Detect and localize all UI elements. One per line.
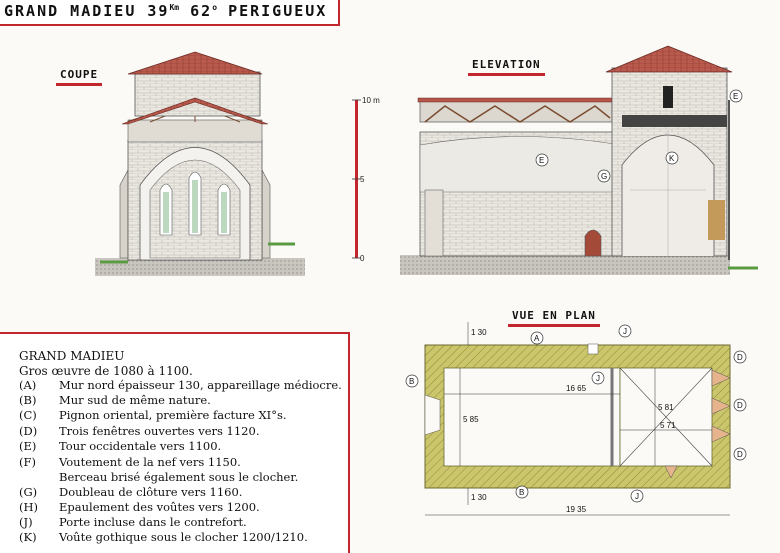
callout-b-south: B [515,485,529,499]
legend-item-f: (F)Voutement de la nef vers 1150. [19,455,241,469]
callout-d-2: D [733,398,747,412]
legend-item-d: (D)Trois fenêtres ouvertes vers 1120. [19,424,260,438]
legend-item-c: (C)Pignon oriental, première facture XI°… [19,408,287,422]
svg-text:D: D [737,401,743,410]
plan-south-opening [664,465,678,479]
legend-title: GRAND MADIEU [19,349,125,363]
svg-text:K: K [669,154,675,163]
plan-nave-floor [443,367,621,467]
callout-k: K [665,151,679,165]
dim-1-30-top: 1 30 [471,328,487,337]
coupe-tower [134,71,261,117]
plan-north-door [587,343,599,355]
legend-subtitle: Gros œuvre de 1080 à 1100. [19,364,193,378]
legend-item-e: (E)Tour occidentale vers 1100. [19,439,222,453]
elevation-vault-band [419,136,621,193]
callout-d-1: D [733,350,747,364]
legend-item-g: (G)Doubleau de clôture vers 1160. [19,485,243,499]
elevation-door [584,229,602,257]
svg-text:J: J [596,374,600,383]
coupe-left-buttress [119,169,129,259]
svg-text:D: D [737,450,743,459]
elevation-section: E G K E [400,45,758,275]
elevation-ground [400,255,730,275]
dim-5-81: 5 81 [658,403,674,412]
coupe-ground [95,258,305,276]
svg-text:E: E [539,156,544,165]
elevation-roof-line [417,97,615,103]
svg-text:J: J [635,492,639,501]
scale-label-top: 10 m [362,96,380,105]
plan-section: 1 30 16 65 5 85 5 81 5 71 1 30 19 35 A J… [405,322,747,516]
callout-j-bottom: J [630,489,644,503]
legend-item-j: (J)Porte incluse dans le contrefort. [19,515,247,529]
legend-item-k: (K)Voûte gothique sous le clocher 1200/1… [19,530,308,544]
elevation-tower-opening [663,86,673,108]
label-plan: VUE EN PLAN [508,309,600,327]
legend-item-a: (A)Mur nord épaisseur 130, appareillage … [19,378,342,392]
legend-item-f-cont: Berceau brisé également sous le clocher. [59,470,299,484]
callout-j-top: J [618,324,632,338]
label-elevation: ELEVATION [468,58,545,76]
elevation-tower-roof [605,45,733,73]
legend-box [0,332,350,553]
callout-g: G [597,169,611,183]
dim-5-85: 5 85 [463,415,479,424]
callout-e-tower: E [729,89,743,103]
dim-1-30-bottom: 1 30 [471,493,487,502]
svg-text:B: B [519,488,524,497]
dim-5-71: 5 71 [660,421,676,430]
legend-item-b: (B)Mur sud de même nature. [19,393,211,407]
legend-item-h: (H)Epaulement des voûtes vers 1200. [19,500,260,514]
plan-rib-vault [619,367,713,467]
svg-text:A: A [534,334,540,343]
coupe-windows [159,171,231,236]
scale-label-mid: 5 [360,175,365,184]
dim-19-35: 19 35 [566,505,587,514]
elevation-belfry-floor [622,115,727,127]
callout-a: A [530,331,544,345]
plan-west-door [424,394,441,436]
callout-e-nave: E [535,153,549,167]
coupe-section [95,51,305,276]
elevation-east-edge [728,100,730,260]
coupe-truss-zone [127,119,263,143]
svg-text:J: J [623,327,627,336]
svg-text:E: E [733,92,738,101]
dim-16-65: 16 65 [566,384,587,393]
callout-d-3: D [733,447,747,461]
title-box: GRAND MADIEU 39Km 62o PERIGUEUX [0,0,340,26]
plan-dimension-lines [425,322,730,516]
coupe-nave-roof [121,97,269,125]
callout-j-mid: J [591,371,605,385]
svg-text:G: G [601,172,607,181]
scale-label-bottom: 0 [360,254,365,263]
page-title: GRAND MADIEU 39Km 62o PERIGUEUX [4,2,328,20]
elevation-buttress-fill [708,200,725,240]
svg-text:B: B [409,377,414,386]
label-coupe: COUPE [56,68,103,86]
scale-bar: 10 m 5 0 [352,96,380,263]
plan-east-windows [711,369,731,443]
callout-b-west: B [405,374,419,388]
elevation-trusses [424,105,611,123]
svg-text:D: D [737,353,743,362]
coupe-tower-roof [127,51,263,75]
elevation-west-pilaster [424,189,444,257]
